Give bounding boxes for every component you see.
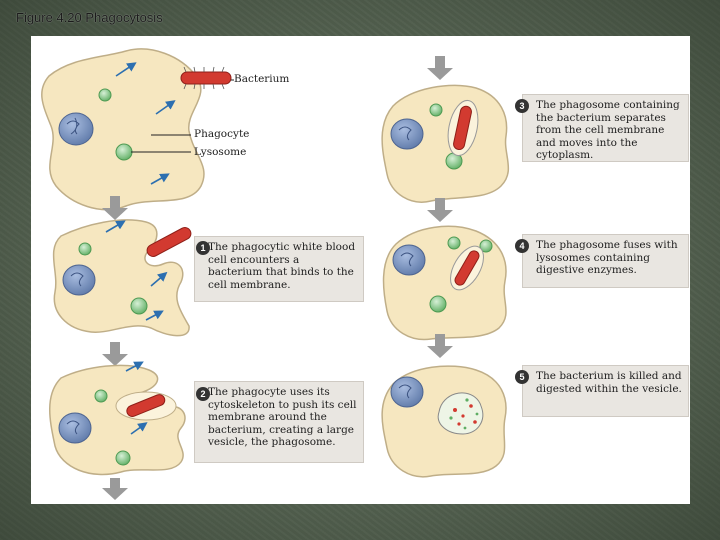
lysosome-label: Lysosome: [194, 146, 247, 158]
phagocyte-cell-step2: [49, 361, 186, 476]
phagocyte-cell-step3: [381, 84, 510, 203]
down-arrow-2: [102, 342, 128, 366]
figure-panel: Bacterium Phagocyte Lysosome The phagocy…: [31, 36, 690, 504]
step-5-caption: The bacterium is killed and digested wit…: [522, 365, 689, 417]
phagocyte-cell-step4: [382, 225, 507, 341]
step-2-text: The phagocyte uses its cytoskeleton to p…: [208, 386, 357, 449]
step-4-caption: The phagosome fuses with lysosomes conta…: [522, 234, 689, 288]
bacterium-label: Bacterium: [234, 73, 290, 85]
phagocyte-cell-initial: [41, 48, 205, 211]
step-5-badge: 5: [515, 370, 529, 384]
phagocyte-cell-step5: [381, 365, 507, 478]
step-4-text: The phagosome fuses with lysosomes conta…: [536, 239, 678, 277]
step-1-text: The phagocytic white blood cell encounte…: [208, 241, 356, 291]
step-2-badge: 2: [196, 387, 210, 401]
step-1-badge: 1: [196, 241, 210, 255]
phagocyte-cell-step1: [52, 219, 192, 337]
down-arrow-3: [102, 478, 128, 500]
down-arrow-4: [427, 56, 453, 80]
step-5-text: The bacterium is killed and digested wit…: [536, 370, 682, 395]
down-arrow-6: [427, 334, 453, 358]
step-3-badge: 3: [515, 99, 529, 113]
phagocytosis-illustration: [41, 48, 510, 500]
step-3-caption: The phagosome containing the bacterium s…: [522, 94, 689, 162]
down-arrow-5: [427, 198, 453, 222]
step-4-badge: 4: [515, 239, 529, 253]
step-1-caption: The phagocytic white blood cell encounte…: [194, 236, 364, 302]
bacterium-free: [180, 66, 234, 90]
phagocyte-label: Phagocyte: [194, 128, 250, 140]
slide-title: Figure 4.20 Phagocytosis: [16, 10, 163, 25]
step-3-text: The phagosome containing the bacterium s…: [536, 99, 680, 162]
step-2-caption: The phagocyte uses its cytoskeleton to p…: [194, 381, 364, 463]
down-arrow-1: [102, 196, 128, 220]
